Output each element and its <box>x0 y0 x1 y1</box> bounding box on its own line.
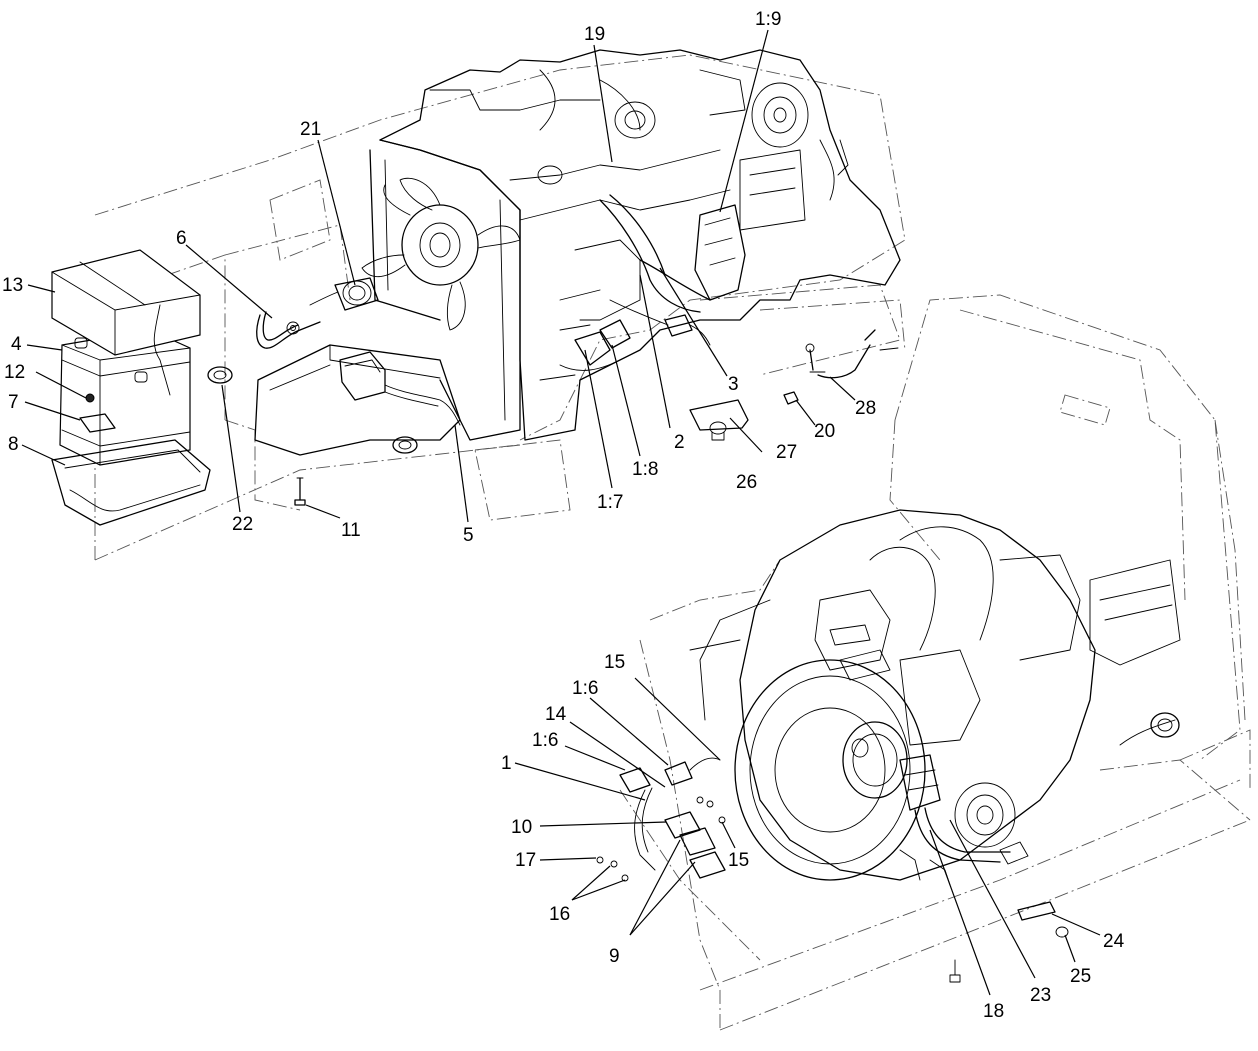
callout-4: 4 <box>11 334 22 355</box>
battery <box>59 329 191 466</box>
callout-1: 1 <box>501 753 512 774</box>
lower-bracket <box>949 901 1069 983</box>
bracket <box>689 399 749 441</box>
nut <box>783 391 799 405</box>
callout-6: 6 <box>176 228 187 249</box>
callout-12: 12 <box>4 362 25 383</box>
upper-harness <box>559 194 746 371</box>
callout-3: 3 <box>728 374 739 395</box>
ground-strap <box>805 329 899 379</box>
upper-engine <box>379 49 901 441</box>
upper-radiator-shroud <box>369 139 521 441</box>
callout-1-7: 1:7 <box>597 492 623 513</box>
bolt <box>294 477 306 506</box>
callout-14: 14 <box>545 704 567 725</box>
lower-frame <box>619 294 1251 1031</box>
fan <box>361 177 521 331</box>
callout-22: 22 <box>232 514 253 535</box>
callout-labels: 19 1:9 21 6 13 4 12 7 8 22 11 5 1:7 1:8 … <box>2 9 1125 1022</box>
callout-24: 24 <box>1103 931 1125 952</box>
grommet <box>207 366 418 454</box>
lower-engine <box>689 509 1181 881</box>
callout-9: 9 <box>609 946 620 967</box>
battery-tray <box>51 439 211 526</box>
leader-lines <box>21 29 1101 996</box>
callout-13: 13 <box>2 275 23 296</box>
callout-1-6-bottom: 1:6 <box>532 730 558 751</box>
relay-module <box>339 351 461 426</box>
cable-loop <box>256 311 321 349</box>
callout-16: 16 <box>549 904 570 925</box>
callout-11: 11 <box>341 520 361 541</box>
callout-10: 10 <box>511 817 532 838</box>
callout-21: 21 <box>300 119 321 140</box>
callout-17: 17 <box>515 850 536 871</box>
callout-15-bottom: 15 <box>728 850 749 871</box>
relay-cluster <box>596 757 726 882</box>
callout-27: 27 <box>776 442 797 463</box>
hose-fitting <box>309 277 379 311</box>
callout-2: 2 <box>674 432 685 453</box>
callout-23: 23 <box>1030 985 1051 1006</box>
callout-19: 19 <box>584 24 605 45</box>
callout-20: 20 <box>814 421 835 442</box>
callout-26: 26 <box>736 472 757 493</box>
battery-panel <box>254 344 461 456</box>
callout-1-9: 1:9 <box>755 9 781 30</box>
callout-1-6-top: 1:6 <box>572 678 598 699</box>
callout-5: 5 <box>463 525 474 546</box>
battery-cover <box>51 249 201 396</box>
callout-25: 25 <box>1070 966 1091 987</box>
callout-8: 8 <box>8 434 19 455</box>
callout-7: 7 <box>8 392 19 413</box>
callout-1-8: 1:8 <box>632 459 658 480</box>
callout-18: 18 <box>983 1001 1004 1022</box>
callout-28: 28 <box>855 398 876 419</box>
callout-15-top: 15 <box>604 652 625 673</box>
upper-frame <box>94 54 906 561</box>
